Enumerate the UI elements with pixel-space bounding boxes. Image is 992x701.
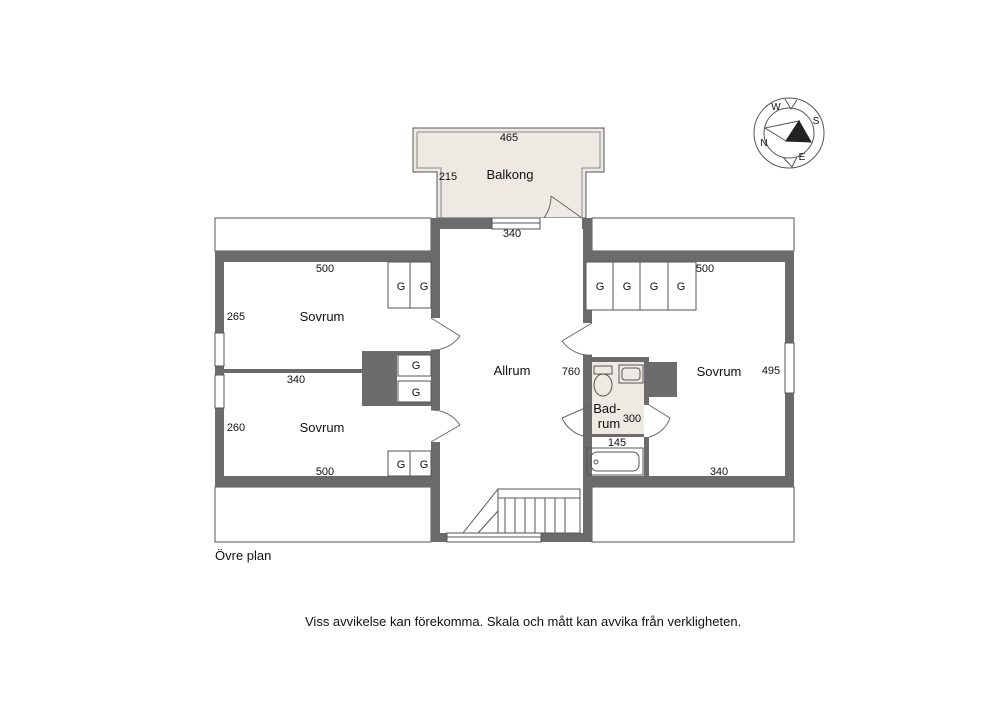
wardrobe-right-base (585, 261, 697, 311)
compass-arrow-dark (785, 120, 812, 143)
wardrobe-label: G (412, 387, 421, 399)
door-gap-bedroom-top (431, 318, 440, 350)
dim-bed-bottom-depth: 260 (227, 422, 245, 434)
dim-bed-right-bottom: 340 (710, 466, 728, 478)
bathtub-outer (586, 447, 644, 476)
dim-bed-top-width: 500 (316, 263, 334, 275)
roof-outline-left (214, 217, 432, 252)
roof-outline-bottom-left (214, 486, 432, 543)
bathtub-drain (593, 459, 599, 465)
wardrobe-label: G (412, 360, 421, 372)
wall-outer-left (215, 251, 224, 487)
compass-ring-inner (763, 107, 815, 159)
wardrobe-label: G (420, 281, 429, 293)
stair-outline (497, 488, 581, 534)
wardrobe-label: G (420, 459, 429, 471)
room-label-sovrum-top: Sovrum (300, 309, 345, 324)
wardrobe-label: G (596, 281, 605, 293)
stair-winder (462, 488, 499, 534)
compass-icon: W S N E (753, 97, 825, 169)
wardrobe-label: G (623, 281, 632, 293)
chimney-block (362, 351, 397, 406)
door-gap-bedroom-bottom (431, 410, 440, 442)
wardrobe (397, 380, 432, 403)
roof-outline-right (591, 217, 795, 252)
compass-label-north: N (760, 138, 767, 149)
sink-icon (618, 364, 644, 384)
wardrobe-label: G (397, 459, 406, 471)
wardrobes-middle: G G (397, 354, 432, 403)
door-gap-balcony (540, 218, 582, 229)
wardrobe (409, 450, 432, 477)
wall-between-bedrooms (224, 369, 364, 373)
wall-hall-right (583, 218, 592, 542)
wall-left-top (215, 251, 431, 262)
stair-winder (477, 510, 499, 534)
door-bath-inner (648, 404, 671, 438)
bathtub-inner (590, 451, 640, 472)
room-label-sovrum-bottom: Sovrum (300, 420, 345, 435)
dim-bed-right-depth: 495 (762, 365, 780, 377)
toilet-bowl (593, 373, 613, 397)
wardrobes-bedroom-right: G G G G (596, 262, 686, 310)
room-label-allrum: Allrum (494, 363, 531, 378)
wardrobe-label: G (650, 281, 659, 293)
sink-basin (621, 367, 641, 381)
room-label-balkong: Balkong (487, 167, 534, 182)
compass-label-south: S (813, 116, 820, 127)
sink-counter (618, 364, 644, 384)
room-label-sovrum-right: Sovrum (697, 364, 742, 379)
dim-bath-depth: 300 (623, 413, 641, 425)
door-bedroom-top (430, 317, 461, 351)
balcony-rail-inner (416, 131, 601, 218)
bath-chimney (649, 362, 677, 397)
dim-bed-top-depth: 265 (227, 311, 245, 323)
floor-caption: Övre plan (215, 548, 272, 563)
dim-balcony-depth: 215 (439, 171, 457, 183)
wall-hall-left (431, 218, 440, 542)
door-gap-bath (644, 405, 649, 437)
compass-spike-top (784, 98, 798, 110)
door-bedroom-right (561, 322, 593, 356)
dim-bed-mid-width: 340 (287, 374, 305, 386)
dim-balcony-width: 465 (500, 132, 518, 144)
bath-wall-top (583, 357, 648, 362)
dim-bath-width: 145 (608, 437, 626, 449)
wardrobes-bedroom-top: G G (387, 261, 432, 309)
disclaimer-text: Viss avvikelse kan förekomma. Skala och … (305, 614, 742, 629)
window-left-top (214, 332, 225, 367)
compass-label-west: W (771, 102, 781, 113)
wall-right-bottom (592, 476, 794, 487)
wardrobe-wall-left (397, 351, 431, 355)
wardrobe-label: G (677, 281, 686, 293)
dim-bed-bottom-width: 500 (316, 466, 334, 478)
room-label-badrum-2: rum (598, 416, 620, 431)
wall-left-bottom (215, 476, 431, 487)
wardrobe-wall-left2 (397, 402, 431, 406)
door-bedroom-bottom (430, 409, 461, 443)
door-balcony (543, 195, 583, 219)
compass-spike-bottom (782, 156, 798, 168)
wall-right-top (592, 251, 794, 262)
wardrobes-bedroom-bottom: G G (387, 450, 432, 477)
wardrobe-label: G (397, 281, 406, 293)
bath-wall-mid (592, 434, 644, 437)
dim-hall-top: 340 (503, 228, 521, 240)
staircase (462, 488, 581, 534)
wardrobe (397, 354, 432, 377)
room-label-badrum-1: Bad- (593, 401, 620, 416)
wardrobe (409, 261, 432, 309)
window-right (784, 342, 795, 394)
door-gap-bedroom-right (583, 323, 592, 355)
bathtub-icon (586, 447, 644, 476)
toilet-icon (593, 365, 613, 397)
dim-living-depth: 760 (562, 366, 580, 378)
roof-outline-bottom-right (591, 486, 795, 543)
door-bath (561, 404, 593, 438)
compass-label-east: E (799, 152, 806, 163)
window-left-bottom (214, 374, 225, 409)
dim-bed-right-top: 500 (696, 263, 714, 275)
